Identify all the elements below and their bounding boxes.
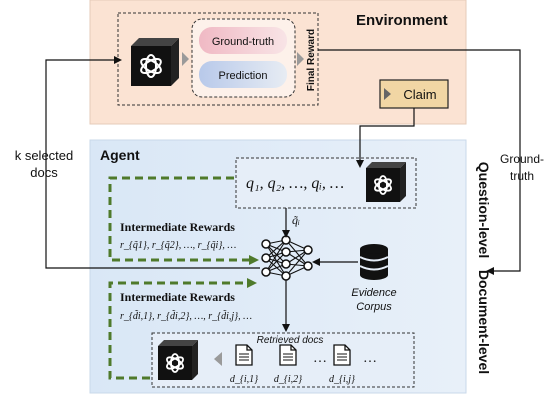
final-reward-label: Final Reward xyxy=(306,29,317,91)
arrow-ground-truth xyxy=(318,49,521,275)
env-triangle-1 xyxy=(182,52,189,66)
q-tilde-label: q̃ᵢ xyxy=(292,213,300,227)
intermediate-rewards-question: Intermediate Rewards xyxy=(120,220,235,234)
prediction-label: Prediction xyxy=(219,70,268,82)
openai-cube-icon xyxy=(366,162,406,202)
question-level-label: Question-level xyxy=(476,162,492,258)
doc-ellipsis-2: … xyxy=(363,351,377,366)
doc-label-2: d_{i,2} xyxy=(274,374,302,385)
document-icon xyxy=(279,344,297,366)
dashed-reward-arrow-question xyxy=(108,176,259,265)
claim-arrow-marker xyxy=(384,88,391,100)
intermediate-rewards-document: Intermediate Rewards xyxy=(120,290,235,304)
document-rewards-sequence: r_{d̃i,1}, r_{d̃i,2}, …, r_{d̃i,j}, … xyxy=(120,309,252,322)
document-level-label: Document-level xyxy=(476,270,492,374)
agent-title: Agent xyxy=(100,147,140,163)
claim-label: Claim xyxy=(403,87,436,102)
dashed-reward-arrow-document xyxy=(108,278,257,380)
prediction-pill xyxy=(199,61,287,88)
arrow-claim-to-question xyxy=(356,108,415,168)
ground-truth-line1: Ground- xyxy=(500,152,544,166)
document-icon xyxy=(333,344,351,366)
doc-ellipsis-1: … xyxy=(313,351,327,366)
ground-truth-pill xyxy=(199,27,287,54)
arrow-selected-docs xyxy=(45,56,260,269)
doc-label-1: d_{i,1} xyxy=(230,374,258,385)
retrieved-docs-label: Retrieved docs xyxy=(257,335,324,346)
questions-sequence: q₁, q₂, …, qᵢ, … xyxy=(246,175,344,192)
evidence-corpus-line2: Corpus xyxy=(356,301,392,313)
doc-label-3: d_{i,j} xyxy=(329,374,355,385)
database-icon xyxy=(359,244,389,280)
neural-network-icon xyxy=(261,235,313,281)
env-triangle-2 xyxy=(297,52,304,66)
ground-truth-line2: truth xyxy=(510,169,534,183)
document-icon xyxy=(235,344,253,366)
environment-title: Environment xyxy=(356,12,448,29)
selected-docs-line2: docs xyxy=(30,165,58,180)
question-rewards-sequence: r_{q̃1}, r_{q̃2}, …, r_{q̃i}, … xyxy=(120,240,236,251)
openai-cube-icon xyxy=(158,340,198,380)
ground-truth-label: Ground-truth xyxy=(212,36,274,48)
evidence-corpus-line1: Evidence xyxy=(351,287,396,299)
docs-triangle xyxy=(214,352,222,366)
selected-docs-line1: k selected xyxy=(15,148,74,163)
openai-cube-icon xyxy=(131,38,179,86)
